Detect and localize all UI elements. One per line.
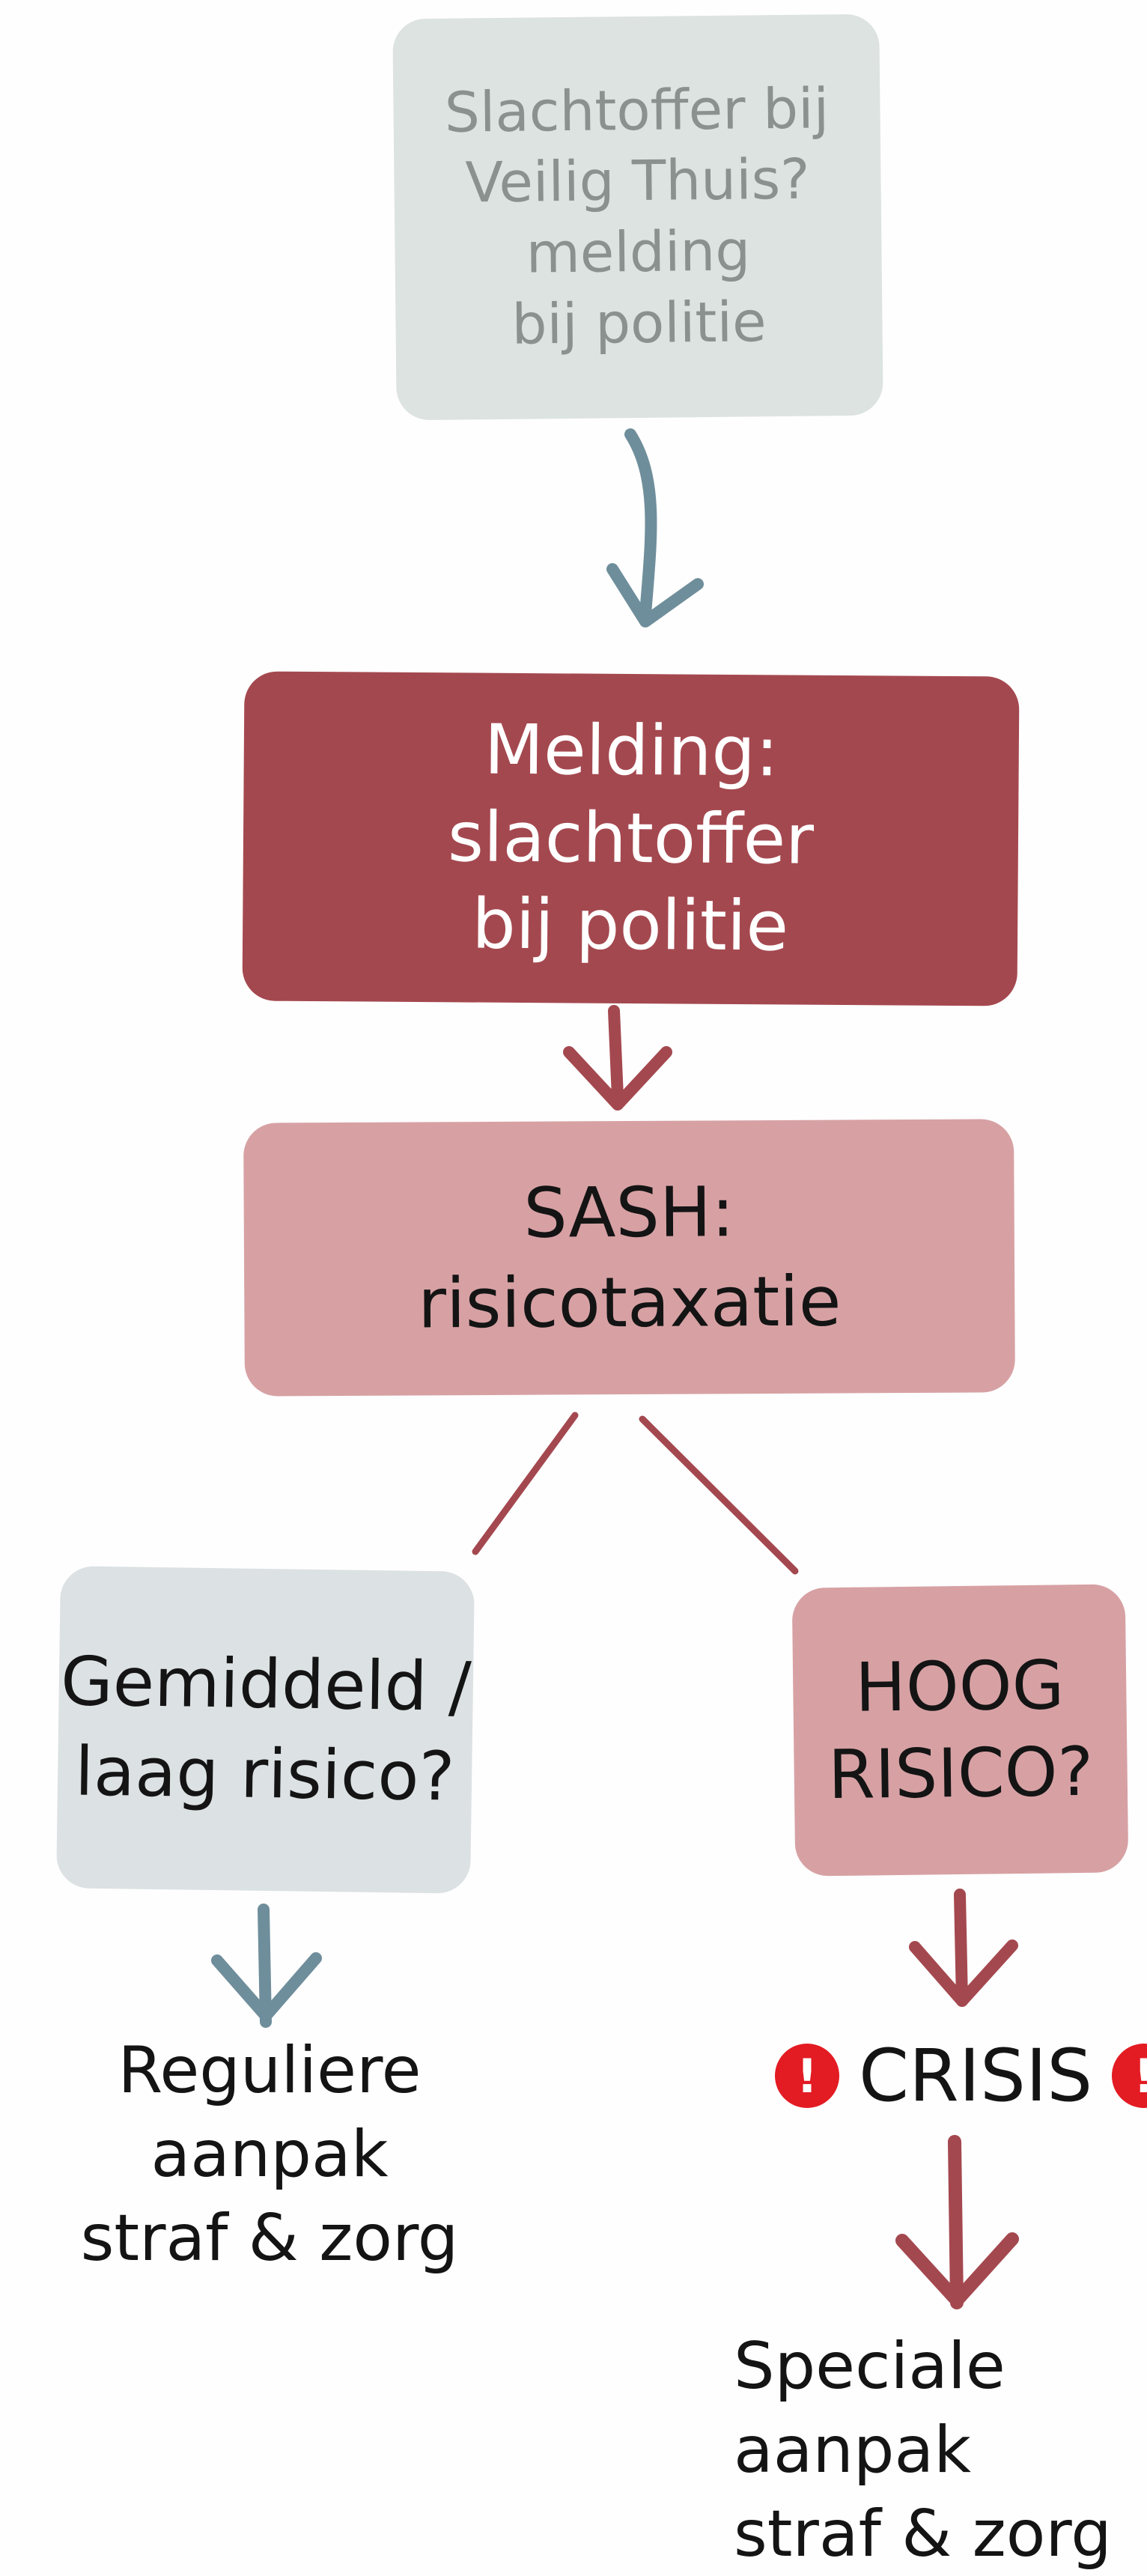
arrowhead-right-to-crisis bbox=[909, 1939, 1018, 2007]
arrow-melding-to-sash bbox=[608, 1005, 624, 1103]
arrowhead-top-to-melding bbox=[606, 563, 704, 628]
outcome-special-approach: Speciale aanpak straf & zorg bbox=[734, 2329, 1112, 2572]
node-victim-veilig-thuis-label: Slachtoffer bij Veilig Thuis? melding bi… bbox=[444, 76, 830, 357]
node-sash-risicotaxatie: SASH: risicotaxatie bbox=[243, 1119, 1015, 1397]
arrow-top-to-melding bbox=[624, 428, 657, 620]
arrowhead-left-to-outcome bbox=[211, 1952, 322, 2022]
crisis-label: CRISIS bbox=[859, 2034, 1093, 2118]
node-melding-label: Melding: slachtoffer bij politie bbox=[447, 709, 815, 967]
node-low-risk: Gemiddeld / laag risico? bbox=[56, 1566, 475, 1894]
branch-line-left bbox=[472, 1412, 579, 1555]
node-low-risk-label: Gemiddeld / laag risico? bbox=[60, 1642, 472, 1817]
node-high-risk-label: HOOG RISICO? bbox=[827, 1646, 1094, 1814]
exclamation-warning-icon: ! bbox=[1112, 2044, 1147, 2108]
exclamation-warning-icon: ! bbox=[775, 2044, 839, 2108]
node-sash-label: SASH: risicotaxatie bbox=[417, 1172, 842, 1343]
node-high-risk: HOOG RISICO? bbox=[791, 1584, 1129, 1877]
arrow-left-to-outcome bbox=[258, 1904, 272, 2028]
branch-line-right bbox=[639, 1415, 799, 1575]
arrow-right-to-crisis bbox=[954, 1889, 968, 2007]
arrowhead-melding-to-sash bbox=[563, 1046, 672, 1111]
outcome-regular-approach: Reguliere aanpak straf & zorg bbox=[80, 2033, 459, 2276]
arrow-crisis-to-outcome bbox=[948, 2135, 964, 2309]
node-melding: Melding: slachtoffer bij politie bbox=[242, 671, 1020, 1006]
arrowhead-crisis-to-outcome bbox=[895, 2232, 1019, 2307]
crisis-row: ! CRISIS ! bbox=[775, 2031, 1147, 2121]
node-victim-veilig-thuis: Slachtoffer bij Veilig Thuis? melding bi… bbox=[392, 13, 883, 421]
